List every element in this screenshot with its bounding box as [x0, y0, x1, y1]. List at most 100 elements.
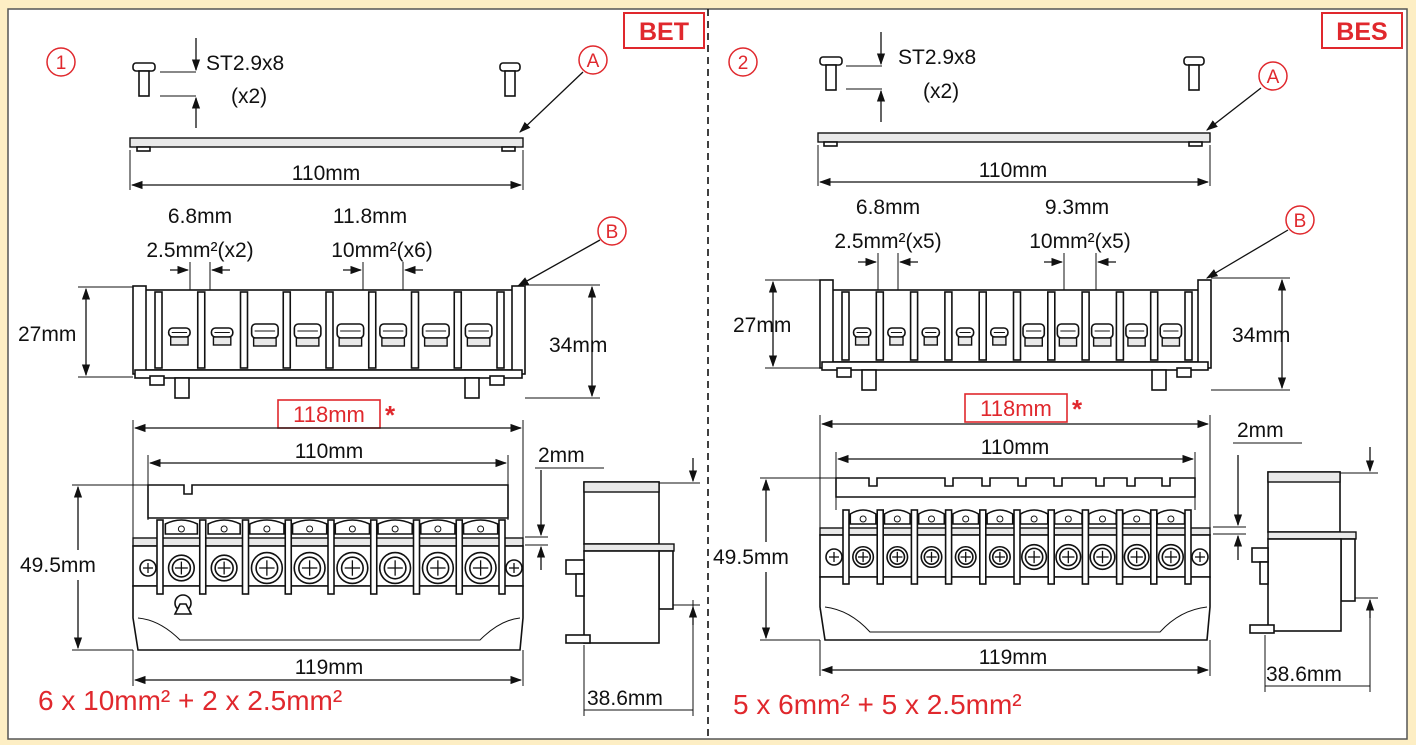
- terminal-large-icon: [462, 519, 499, 585]
- height-outer: 34mm: [549, 334, 607, 357]
- ground-ring-icon: [173, 594, 193, 615]
- pitch-large: 11.8mm: [333, 205, 407, 228]
- length-base: 119mm: [979, 646, 1047, 669]
- terminal-screw-large-icon: [1056, 323, 1080, 347]
- separator-wall: [1012, 291, 1022, 361]
- separator-wall: [842, 509, 850, 585]
- terminal-screw-small-icon: [167, 327, 191, 346]
- terminal-small-icon: [207, 519, 241, 582]
- capacity-label: 5 x 6mm² + 5 x 2.5mm²: [733, 689, 1022, 720]
- pitch-small: 6.8mm: [168, 205, 232, 228]
- terminal-large-icon: [291, 519, 328, 585]
- pitch-large: 9.3mm: [1045, 196, 1109, 219]
- terminal-large-icon: [1122, 509, 1152, 571]
- terminal-large-icon: [1088, 509, 1117, 571]
- terminal-screw-small-icon: [955, 327, 975, 346]
- length-total-highlight: 118mm: [980, 396, 1052, 421]
- callout-a-circle: [1258, 61, 1288, 91]
- terminal-screw-large-icon: [421, 323, 450, 347]
- terminal-small-icon: [986, 509, 1014, 569]
- cover-length: 110mm: [979, 159, 1047, 182]
- separator-wall: [1115, 291, 1125, 361]
- separator-wall: [154, 291, 163, 369]
- gap-label: 2mm: [538, 444, 585, 467]
- terminal-block-top-view: [819, 279, 1212, 391]
- separator-wall: [239, 291, 249, 369]
- separator-wall: [284, 519, 293, 595]
- step-number: 1: [56, 53, 67, 74]
- terminal-large-icon: [1156, 509, 1186, 571]
- screw-quantity: (x2): [231, 85, 267, 108]
- terminal-small-icon: [883, 509, 911, 569]
- height-front: 49.5mm: [20, 554, 96, 577]
- separator-wall: [1184, 291, 1193, 361]
- screw-spec: ST2.9x8: [206, 52, 284, 75]
- terminal-block-side-view: [1249, 471, 1357, 634]
- terminal-screw-small-icon: [887, 327, 906, 346]
- screw-spec: ST2.9x8: [898, 46, 976, 69]
- callout-a-circle: [578, 45, 608, 75]
- asterisk: *: [385, 400, 396, 430]
- terminal-block-front-view: [819, 477, 1211, 641]
- callout-a: A: [587, 51, 600, 72]
- separator-wall: [453, 291, 463, 369]
- separator-wall: [841, 291, 850, 361]
- separator-wall: [496, 291, 505, 369]
- separator-wall: [282, 291, 292, 369]
- depth-label: 38.6mm: [1266, 663, 1342, 686]
- separator-wall: [1013, 509, 1021, 585]
- terminal-screw-large-icon: [336, 323, 365, 347]
- separator-wall: [978, 291, 988, 361]
- separator-wall: [944, 291, 953, 361]
- callout-b: B: [1294, 211, 1307, 232]
- terminal-large-icon: [377, 519, 414, 585]
- separator-wall: [367, 291, 377, 369]
- terminal-screw-large-icon: [293, 323, 322, 347]
- terminal-small: 2.5mm²(x2): [146, 239, 253, 262]
- terminal-small-icon: [849, 509, 877, 569]
- mount-screw-icon: [1191, 548, 1209, 566]
- separator-wall: [198, 519, 207, 595]
- terminal-screw-large-icon: [1022, 323, 1046, 347]
- callout-b-circle: [1285, 205, 1315, 235]
- step-number: 2: [738, 53, 749, 74]
- screw-icon: [132, 62, 521, 97]
- cover-part: [817, 132, 1211, 147]
- callout-a: A: [1267, 67, 1280, 88]
- separator-wall: [369, 519, 378, 595]
- separator-wall: [944, 509, 953, 585]
- height-front: 49.5mm: [713, 546, 789, 569]
- pitch-small: 6.8mm: [856, 196, 920, 219]
- terminal-small-icon: [917, 509, 946, 569]
- mount-screw-icon: [825, 548, 843, 566]
- capacity-label: 6 x 10mm² + 2 x 2.5mm²: [38, 685, 342, 716]
- panel-bes: BES 2 ST2.9x8 (x2) A 110mm 6.8mm 2.5mm²(…: [712, 12, 1403, 720]
- separator-wall: [1047, 509, 1055, 585]
- terminal-small-icon: [952, 509, 980, 569]
- separator-wall: [156, 519, 164, 595]
- separator-wall: [325, 291, 334, 369]
- model-badge-box: [1321, 12, 1403, 49]
- separator-wall: [410, 291, 420, 369]
- separator-wall: [327, 519, 335, 595]
- callout-b-circle: [597, 216, 627, 246]
- separator-wall: [978, 509, 987, 585]
- step-circle: [728, 47, 758, 77]
- terminal-screw-large-icon: [464, 323, 493, 347]
- separator-wall: [875, 291, 885, 361]
- terminal-screw-large-icon: [379, 323, 408, 347]
- mount-screw-icon: [505, 559, 523, 577]
- separator-wall: [196, 291, 206, 369]
- terminal-screw-small-icon: [852, 327, 872, 346]
- screw-icon: [819, 56, 1205, 91]
- terminal-block-top-view: [132, 285, 526, 399]
- terminal-large-icon: [1019, 509, 1049, 571]
- height-inner: 27mm: [18, 323, 76, 346]
- depth-label: 38.6mm: [587, 687, 663, 710]
- terminal-screw-large-icon: [250, 323, 279, 347]
- separator-wall: [1149, 291, 1159, 361]
- separator-wall: [910, 509, 919, 585]
- terminal-block-side-view: [565, 481, 675, 644]
- terminal-large-icon: [334, 519, 371, 585]
